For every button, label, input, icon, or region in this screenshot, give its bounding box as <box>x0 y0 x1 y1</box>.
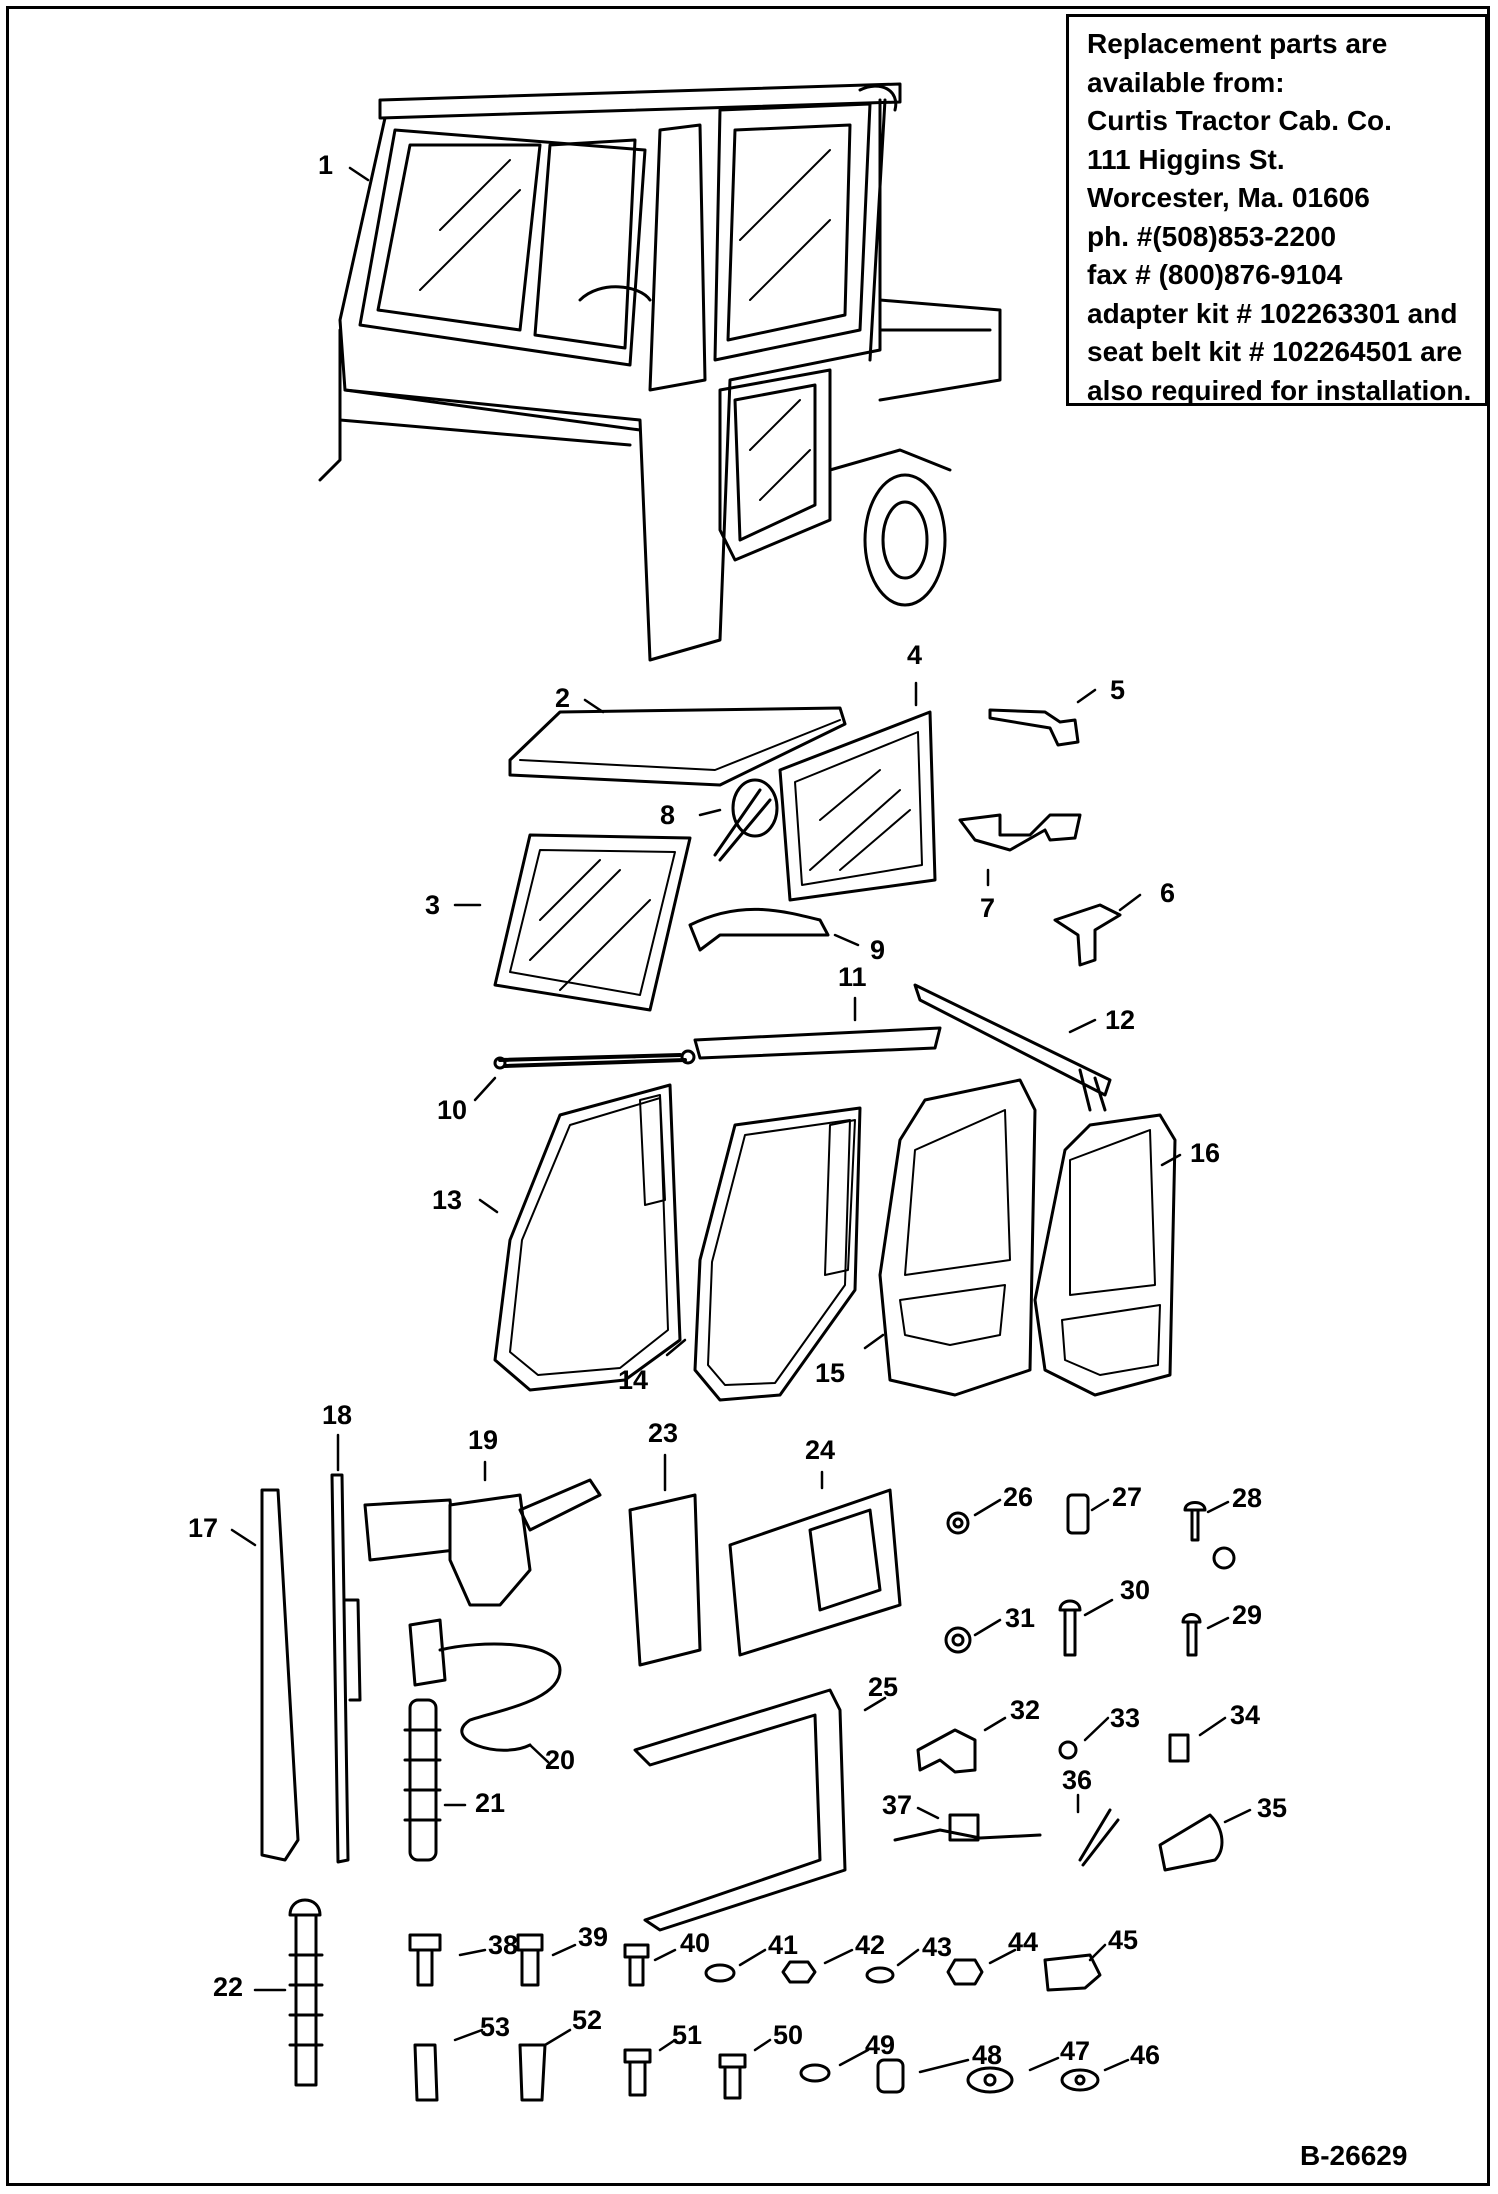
hardware-row-2 <box>413 2043 1100 2102</box>
callout-49: 49 <box>865 2030 896 2060</box>
part-23-plate <box>628 1493 702 1667</box>
info-line: adapter kit # 102263301 and <box>1087 297 1458 329</box>
part-18-wiper-blade <box>330 1473 362 1864</box>
info-line: available from: <box>1087 66 1285 98</box>
part-21-grommet-stack <box>403 1698 442 1862</box>
callout-46: 46 <box>1130 2040 1161 2070</box>
part-13-door-frame <box>493 1083 682 1392</box>
callout-20: 20 <box>545 1745 576 1775</box>
callout-51: 51 <box>672 2020 703 2050</box>
part-2-roof <box>508 706 847 787</box>
callout-18: 18 <box>322 1400 353 1430</box>
part-8-coil <box>713 778 779 862</box>
callout-3: 3 <box>425 890 441 920</box>
callout-25: 25 <box>868 1672 899 1702</box>
cab-assembly <box>318 82 1002 662</box>
callout-50: 50 <box>773 2020 804 2050</box>
callout-26: 26 <box>1003 1482 1034 1512</box>
part-7-bracket <box>958 813 1082 852</box>
part-3-windshield <box>493 833 692 1012</box>
reference-number: B-26629 <box>1300 2140 1408 2171</box>
callout-31: 31 <box>1005 1603 1036 1633</box>
callout-19: 19 <box>468 1425 499 1455</box>
hardware-row-1 <box>408 1933 1102 1992</box>
callout-15: 15 <box>815 1358 846 1388</box>
part-10-strut <box>498 1053 687 1068</box>
part-20-harness <box>408 1618 562 1752</box>
callout-5: 5 <box>1110 675 1126 705</box>
callout-35: 35 <box>1257 1793 1288 1823</box>
callout-39: 39 <box>578 1922 609 1952</box>
callout-1: 1 <box>318 150 334 180</box>
callout-10: 10 <box>437 1095 468 1125</box>
callout-52: 52 <box>572 2005 603 2035</box>
callout-12: 12 <box>1105 1005 1136 1035</box>
info-line: Worcester, Ma. 01606 <box>1087 182 1370 213</box>
part-5-bracket <box>988 708 1080 747</box>
callout-22: 22 <box>213 1972 244 2002</box>
callout-27: 27 <box>1112 1482 1143 1512</box>
info-line: Curtis Tractor Cab. Co. <box>1087 105 1392 136</box>
callout-37: 37 <box>882 1790 913 1820</box>
callout-38: 38 <box>488 1930 519 1960</box>
callout-36: 36 <box>1062 1765 1093 1795</box>
info-line: seat belt kit # 102264501 are <box>1087 336 1463 367</box>
part-4-rear-window <box>778 710 937 902</box>
hardware-parts <box>893 1493 1236 1872</box>
part-15-door <box>878 1078 1037 1397</box>
callout-30: 30 <box>1120 1575 1151 1605</box>
callout-28: 28 <box>1232 1483 1263 1513</box>
info-line: fax # (800)876-9104 <box>1087 259 1343 290</box>
callout-48: 48 <box>972 2040 1003 2070</box>
callout-45: 45 <box>1108 1925 1139 1955</box>
part-22-bolt-stack <box>288 1898 324 2087</box>
replacement-parts-info-box: Replacement parts are available from: Cu… <box>1066 14 1488 406</box>
callout-13: 13 <box>432 1185 463 1215</box>
diagram-frame <box>6 6 1490 2186</box>
callout-2: 2 <box>555 683 571 713</box>
info-line: also required for installation. <box>1087 374 1472 406</box>
callout-33: 33 <box>1110 1703 1141 1733</box>
callout-8: 8 <box>660 800 676 830</box>
part-17-wiper-arm <box>260 1488 300 1862</box>
callout-47: 47 <box>1060 2036 1091 2066</box>
callout-40: 40 <box>680 1928 711 1958</box>
callout-4: 4 <box>907 640 923 670</box>
part-11-trim <box>693 1026 942 1060</box>
callout-9: 9 <box>870 935 886 965</box>
callout-34: 34 <box>1230 1700 1261 1730</box>
part-14-door-frame <box>693 1106 862 1402</box>
callout-7: 7 <box>980 893 996 923</box>
callout-21: 21 <box>475 1788 506 1818</box>
part-25-cover <box>633 1688 847 1932</box>
callout-11: 11 <box>838 962 867 992</box>
callout-16: 16 <box>1190 1138 1221 1168</box>
part-24-switch-panel <box>728 1488 902 1657</box>
part-12-crossbar <box>913 983 1112 1112</box>
callout-6: 6 <box>1160 878 1176 908</box>
callout-44: 44 <box>1008 1927 1039 1957</box>
callout-23: 23 <box>648 1418 679 1448</box>
info-line: ph. #(508)853-2200 <box>1087 220 1337 252</box>
part-6-bracket <box>1053 903 1122 967</box>
callout-29: 29 <box>1232 1600 1263 1630</box>
callout-53: 53 <box>480 2012 511 2042</box>
info-line: Replacement parts are <box>1087 28 1388 59</box>
callout-43: 43 <box>922 1932 953 1962</box>
part-19-wiper-motor <box>363 1478 602 1607</box>
callout-14: 14 <box>618 1365 649 1395</box>
callout-41: 41 <box>768 1930 799 1960</box>
callout-24: 24 <box>805 1435 836 1465</box>
part-9-handle <box>688 907 830 952</box>
callout-42: 42 <box>855 1930 886 1960</box>
callout-17: 17 <box>188 1513 219 1543</box>
callout-32: 32 <box>1010 1695 1041 1725</box>
info-line: 111 Higgins St. <box>1087 143 1285 175</box>
leader-lines <box>230 166 1252 2074</box>
